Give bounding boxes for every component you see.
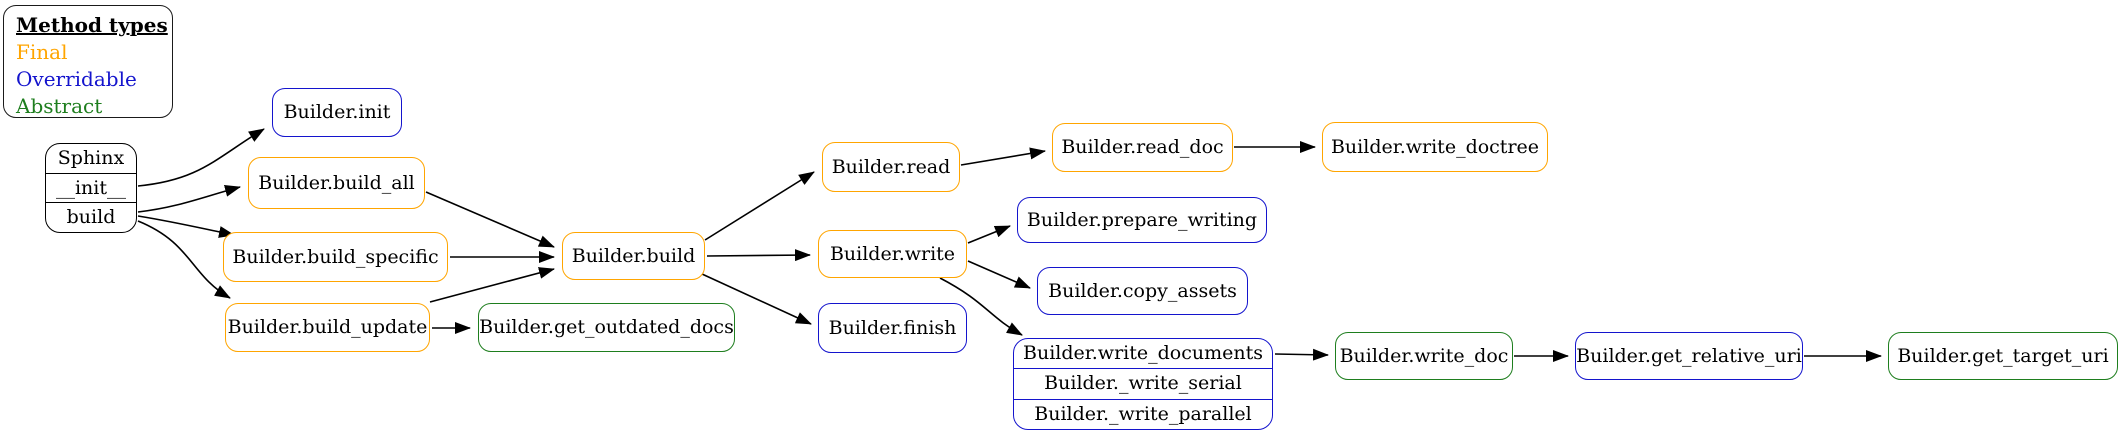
node-label: Builder.build bbox=[571, 244, 696, 267]
sphinx-init-method: __init__ bbox=[46, 172, 136, 203]
edge-build--write bbox=[706, 249, 811, 262]
edge-read--read-doc bbox=[960, 147, 1046, 166]
node-label: Builder.init bbox=[283, 101, 391, 123]
write-documents-method: Builder.write_documents bbox=[1023, 342, 1263, 365]
edge-build--build-specific bbox=[137, 215, 235, 238]
node-builder-init: Builder.init bbox=[272, 88, 402, 137]
legend-method-types: Method types Final Overridable Abstract bbox=[3, 5, 173, 118]
node-label: Builder.write_doc bbox=[1339, 344, 1509, 367]
node-label: Builder.prepare_writing bbox=[1026, 208, 1258, 231]
edge-write--copy-assets bbox=[967, 260, 1031, 289]
node-builder-write-doc: Builder.write_doc bbox=[1335, 332, 1513, 380]
node-builder-get-outdated-docs: Builder.get_outdated_docs bbox=[478, 303, 735, 352]
edge-write-documents--write-doc bbox=[1274, 348, 1329, 361]
node-builder-build-update: Builder.build_update bbox=[225, 303, 430, 352]
edge-write--write-documents bbox=[939, 277, 1023, 336]
legend-item-abstract: Abstract bbox=[16, 94, 103, 118]
node-label: Builder.build_specific bbox=[232, 245, 439, 268]
write-parallel-method: Builder._write_parallel bbox=[1014, 398, 1272, 429]
node-label: Builder.build_all bbox=[258, 171, 415, 194]
legend-item-overridable: Overridable bbox=[16, 67, 137, 91]
edge-build--build-update bbox=[137, 220, 231, 299]
edge-build--finish bbox=[701, 273, 812, 325]
legend-item-final: Final bbox=[16, 40, 68, 64]
node-sphinx-record: Sphinx __init__ build bbox=[45, 143, 137, 233]
sphinx-class-label: Sphinx bbox=[57, 146, 125, 169]
node-label: Builder.write bbox=[829, 242, 956, 265]
write-serial-method: Builder._write_serial bbox=[1014, 368, 1272, 398]
node-label: Builder.copy_assets bbox=[1048, 279, 1237, 302]
node-label: Builder.read_doc bbox=[1061, 136, 1224, 158]
edge-build--build-all bbox=[137, 185, 241, 213]
node-label: Builder.write_doctree bbox=[1330, 135, 1540, 158]
node-builder-build-specific: Builder.build_specific bbox=[223, 232, 448, 282]
node-builder-write-doctree: Builder.write_doctree bbox=[1322, 122, 1548, 172]
node-builder-write-documents-record: Builder.write_documents Builder._write_s… bbox=[1013, 338, 1273, 430]
edge-write--prepare-writing bbox=[967, 225, 1011, 244]
node-builder-finish: Builder.finish bbox=[818, 303, 967, 353]
node-builder-build: Builder.build bbox=[562, 232, 705, 280]
node-builder-get-relative-uri: Builder.get_relative_uri bbox=[1575, 332, 1803, 380]
edge-build-update--build bbox=[429, 267, 555, 303]
legend-title: Method types bbox=[16, 13, 168, 37]
edge-init--builder-init bbox=[137, 128, 265, 187]
node-label: Builder.read bbox=[831, 155, 951, 178]
node-label: Builder.build_update bbox=[227, 316, 428, 338]
node-label: Builder.finish bbox=[828, 316, 957, 339]
node-builder-read-doc: Builder.read_doc bbox=[1052, 123, 1233, 172]
node-label: Builder.get_outdated_docs bbox=[479, 316, 734, 338]
node-builder-copy-assets: Builder.copy_assets bbox=[1037, 267, 1248, 315]
edge-build-all--build bbox=[425, 191, 555, 248]
edge-build--read bbox=[704, 171, 815, 241]
node-builder-get-target-uri: Builder.get_target_uri bbox=[1888, 332, 2118, 380]
node-builder-build-all: Builder.build_all bbox=[248, 157, 425, 209]
node-label: Builder.get_target_uri bbox=[1897, 344, 2109, 367]
sphinx-build-method: build bbox=[46, 202, 136, 232]
node-builder-prepare-writing: Builder.prepare_writing bbox=[1017, 197, 1267, 243]
node-builder-read: Builder.read bbox=[822, 142, 960, 192]
node-builder-write: Builder.write bbox=[818, 230, 967, 278]
node-label: Builder.get_relative_uri bbox=[1576, 344, 1802, 367]
